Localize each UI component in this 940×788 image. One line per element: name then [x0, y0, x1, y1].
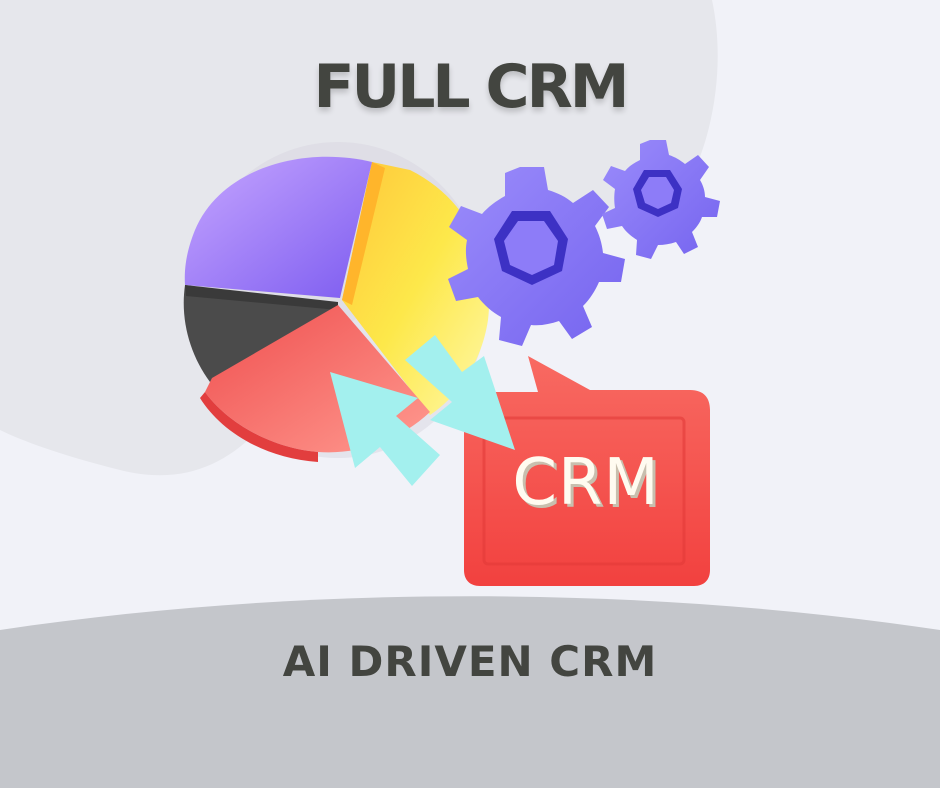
crm-badge-icon: [464, 356, 710, 586]
pie-slice-purple: [184, 156, 372, 298]
pie-slice-dark: [183, 285, 338, 382]
footer-band: [0, 596, 940, 788]
arrow-down-right: [405, 335, 515, 450]
sync-arrows-icon: [330, 335, 515, 486]
gear-small-icon: [602, 140, 720, 259]
page-title: FULL CRM: [313, 52, 629, 122]
crm-badge-text: CRM: [512, 446, 660, 520]
gear-large-icon: [448, 167, 625, 346]
page-subtitle: AI DRIVEN CRM: [282, 637, 658, 686]
arrow-up-left: [330, 372, 440, 486]
